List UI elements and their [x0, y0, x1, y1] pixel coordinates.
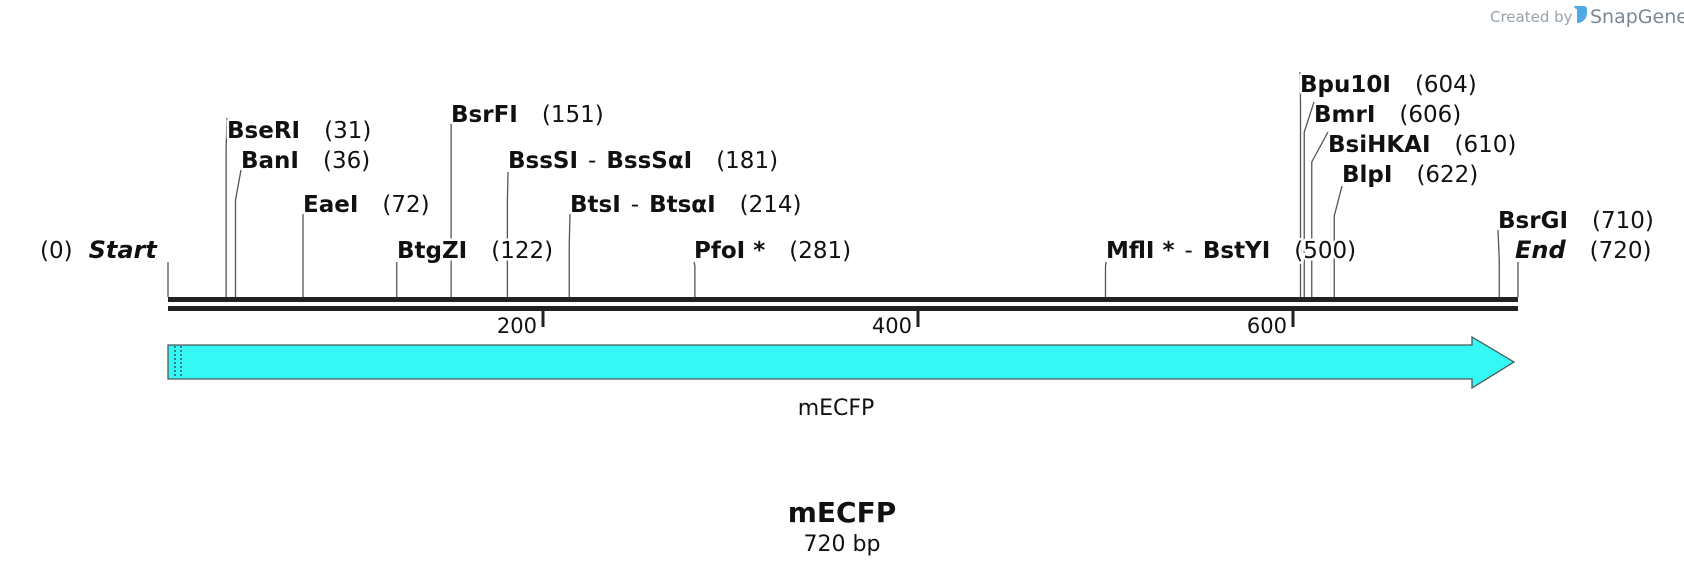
- cut-site-bsihkai[interactable]: BsiHKAI (610): [1326, 130, 1519, 161]
- backbone-top-strand: [168, 297, 1518, 302]
- leader-blpi: [1333, 185, 1343, 297]
- sequence-start: (0) Start: [40, 236, 158, 264]
- site-position: (214): [740, 192, 802, 218]
- cut-site-btgzi[interactable]: BtgZI (122): [395, 236, 556, 267]
- site-name: EaeI: [303, 192, 358, 218]
- cut-site-bani[interactable]: BanI (36): [239, 146, 373, 177]
- ruler-tick-200: [541, 311, 545, 327]
- sequence-end: End (720): [1515, 236, 1652, 264]
- site-name: BssSI: [508, 148, 578, 174]
- site-position: (31): [324, 118, 371, 144]
- start-position: (0): [40, 238, 73, 264]
- sequence-title: mECFP 720 bp: [788, 496, 897, 557]
- feature-label: mECFP: [798, 396, 875, 421]
- feature-arrow[interactable]: [167, 335, 1516, 390]
- site-name: BseRI: [227, 118, 300, 144]
- feature-mecfp[interactable]: mECFP: [167, 335, 1516, 421]
- site-name: MflI *: [1106, 238, 1175, 264]
- cut-site-mfli[interactable]: MflI *-BstYI (500): [1104, 236, 1359, 267]
- site-position: (604): [1415, 72, 1477, 98]
- site-position: (36): [323, 148, 370, 174]
- cut-site-pfoi[interactable]: PfoI * (281): [692, 236, 854, 267]
- watermark: Created by SnapGene: [1490, 6, 1684, 28]
- site-position: (122): [491, 238, 553, 264]
- leader-pfoi: [693, 261, 696, 297]
- snapgene-logo-icon: [1574, 6, 1587, 23]
- site-position: (610): [1455, 132, 1517, 158]
- isoschizomer-separator: -: [588, 148, 596, 174]
- leader-bmri: [1303, 101, 1315, 297]
- sequence-name: mECFP: [788, 496, 897, 529]
- ruler-tick-600: [1291, 311, 1295, 327]
- cut-site-bsssi[interactable]: BssSI-BssSαI (181): [506, 146, 781, 177]
- cut-site-btsi[interactable]: BtsI-BtsαI (214): [568, 190, 805, 221]
- site-name: BsrGI: [1498, 208, 1568, 234]
- cut-site-bsrfi[interactable]: BsrFI (151): [449, 100, 607, 131]
- ruler-tick-label: 200: [497, 314, 537, 338]
- cut-site-bpu10i[interactable]: Bpu10I (604): [1298, 70, 1480, 101]
- site-position: (281): [789, 238, 851, 264]
- ruler-tick-400: [916, 311, 920, 327]
- cut-site-bmri[interactable]: BmrI (606): [1312, 100, 1464, 131]
- cut-site-blpi[interactable]: BlpI (622): [1340, 160, 1481, 191]
- leader-btsi: [568, 213, 571, 297]
- leader-bseri: [225, 117, 228, 297]
- site-isoschizomer-name: BssSαI: [606, 148, 692, 174]
- cut-site-bseri[interactable]: BseRI (31): [225, 116, 374, 147]
- site-position: (181): [716, 148, 778, 174]
- site-isoschizomer-name: BtsαI: [649, 192, 716, 218]
- isoschizomer-separator: -: [1185, 238, 1193, 264]
- backbone-bottom-strand: [168, 306, 1518, 311]
- ruler: 200 400 600: [497, 311, 1295, 338]
- cut-site-labels: BseRI (31) BanI (36) EaeI (72) BtgZI (122) BsrFI…: [40, 70, 1657, 267]
- ruler-tick-label: 400: [872, 314, 912, 338]
- site-position: (606): [1399, 102, 1461, 128]
- site-name: BtsI: [570, 192, 621, 218]
- site-name: Bpu10I: [1300, 72, 1391, 98]
- leader-bani: [234, 169, 242, 297]
- leader-bsrgi: [1497, 229, 1500, 297]
- site-name: BlpI: [1342, 162, 1392, 188]
- sequence-length: 720 bp: [804, 532, 881, 557]
- cut-site-leaders: [167, 71, 1519, 297]
- leader-mfli: [1104, 261, 1107, 297]
- ruler-tick-label: 600: [1247, 314, 1287, 338]
- site-name: BtgZI: [397, 238, 467, 264]
- dna-backbone: [168, 297, 1518, 311]
- site-name: BsiHKAI: [1328, 132, 1431, 158]
- watermark-brand: SnapGene: [1590, 6, 1684, 28]
- site-position: (72): [382, 192, 429, 218]
- site-isoschizomer-name: BstYI: [1203, 238, 1270, 264]
- end-label: End: [1515, 236, 1566, 264]
- site-name: BanI: [241, 148, 299, 174]
- site-position: (151): [542, 102, 604, 128]
- isoschizomer-separator: -: [631, 192, 639, 218]
- site-position: (500): [1294, 238, 1356, 264]
- site-position: (622): [1416, 162, 1478, 188]
- site-name: BsrFI: [451, 102, 518, 128]
- leader-bpu10i: [1299, 71, 1302, 297]
- end-position: (720): [1590, 238, 1652, 264]
- site-name: PfoI *: [694, 238, 765, 264]
- leader-bsssi: [506, 171, 509, 297]
- site-name: BmrI: [1314, 102, 1375, 128]
- leader-bsihkai: [1311, 131, 1329, 297]
- start-label: Start: [89, 236, 159, 264]
- site-position: (710): [1592, 208, 1654, 234]
- cut-site-eaei[interactable]: EaeI (72): [301, 190, 433, 221]
- watermark-prefix: Created by: [1490, 8, 1573, 26]
- cut-site-bsrgi[interactable]: BsrGI (710): [1496, 206, 1657, 237]
